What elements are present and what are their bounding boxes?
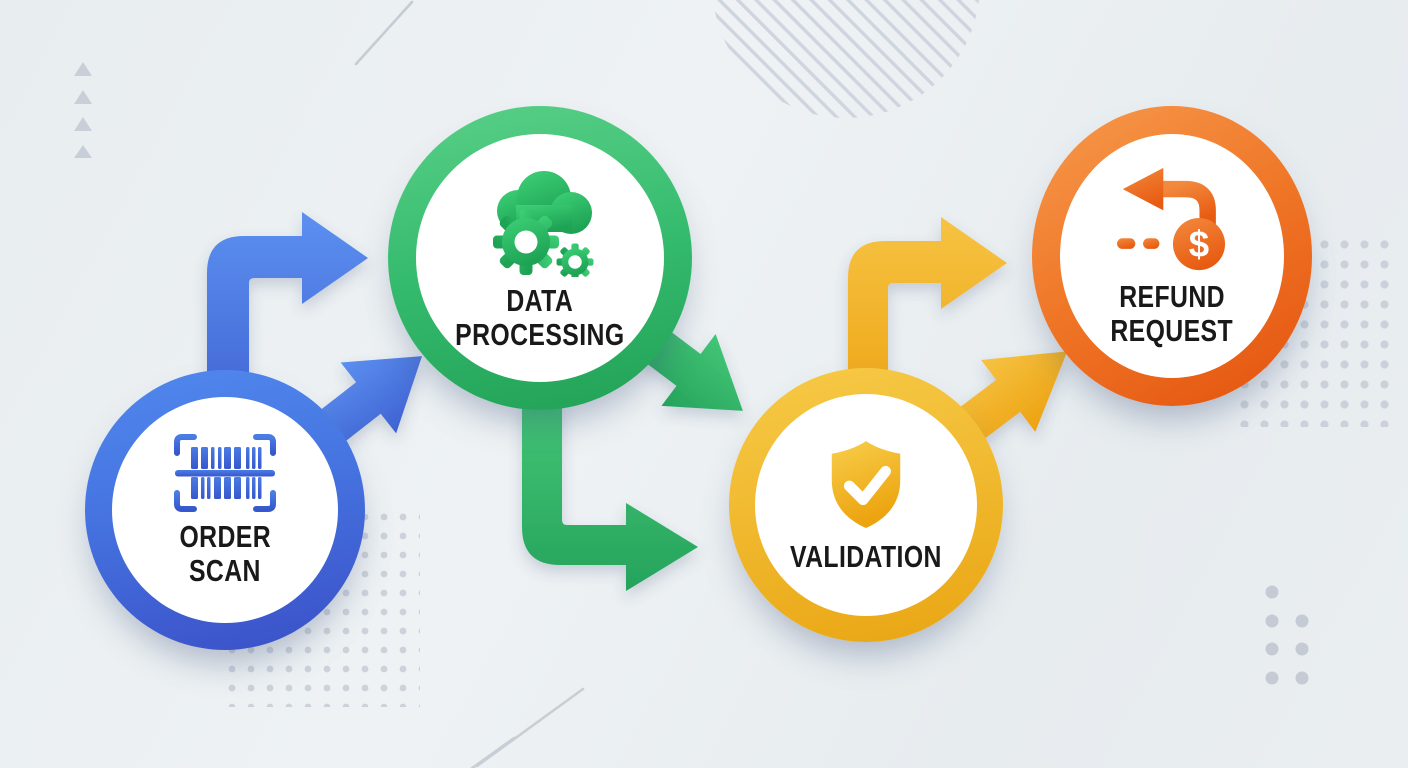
node-refund-request-face: $ REFUND REQUEST xyxy=(1060,134,1284,378)
node-validation-label: VALIDATION xyxy=(771,538,961,574)
node-validation: VALIDATION xyxy=(729,368,1003,642)
label-line: VALIDATION xyxy=(790,538,942,574)
label-line: REQUEST xyxy=(1110,312,1234,348)
label-line: SCAN xyxy=(189,552,261,588)
label-line: PROCESSING xyxy=(455,316,625,352)
node-data-processing: DATA PROCESSING xyxy=(388,106,692,410)
node-order-scan-label: ORDER SCAN xyxy=(168,518,282,588)
node-data-processing-label: DATA PROCESSING xyxy=(434,282,646,352)
node-order-scan-face: ORDER SCAN xyxy=(112,397,338,623)
cloud-gears-icon xyxy=(493,170,594,277)
node-validation-face: VALIDATION xyxy=(755,394,977,616)
label-line: REFUND xyxy=(1119,278,1225,314)
diagonal-line-top-decoration xyxy=(354,0,414,66)
refund-money-icon: $ xyxy=(1117,167,1226,270)
barcode-icon xyxy=(174,433,276,512)
node-refund-request: $ REFUND REQUEST xyxy=(1032,106,1312,406)
shield-check-icon xyxy=(831,440,901,528)
triangle-column-decoration xyxy=(74,62,92,158)
arrow-data-down-right xyxy=(522,400,698,591)
hatched-circle-decoration xyxy=(712,0,980,118)
node-data-processing-face: DATA PROCESSING xyxy=(416,134,664,382)
label-line: DATA xyxy=(506,282,574,318)
node-refund-request-label: REFUND REQUEST xyxy=(1095,278,1248,348)
label-line: ORDER xyxy=(179,518,271,554)
node-order-scan: ORDER SCAN xyxy=(85,370,365,650)
dot-cluster-bottom-right-decoration xyxy=(1265,585,1309,685)
diagonal-lines-bottom-decoration xyxy=(470,687,585,768)
dollar-symbol: $ xyxy=(1189,223,1209,264)
